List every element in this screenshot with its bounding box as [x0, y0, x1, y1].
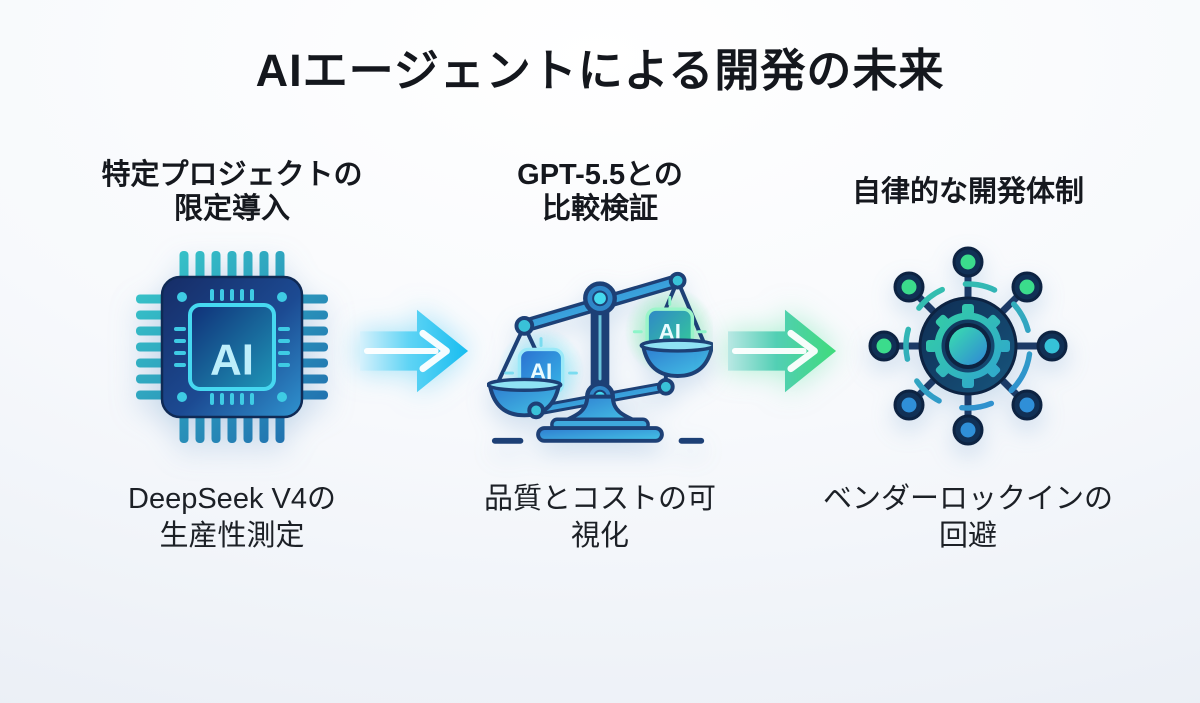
scale-left-ai-label: AI: [530, 359, 553, 384]
stage-comparison-verification: GPT-5.5との 比較検証: [472, 149, 728, 554]
stage-2-heading: GPT-5.5との 比較検証: [517, 158, 683, 225]
stage-2-caption: 品質とコストの可 視化: [483, 483, 716, 552]
balance-scale-icon: AI AI: [487, 241, 713, 453]
stage-1-caption: DeepSeek V4の 生産性測定: [128, 483, 336, 552]
ai-chip-icon: AI: [119, 241, 345, 453]
chip-ai-label: AI: [210, 336, 254, 385]
stage-3-caption: ベンダーロックインの 回避: [823, 483, 1114, 552]
infographic-canvas: AIエージェントによる開発の未来 特定プロジェクトの 限定導入: [0, 34, 1200, 703]
stages-row: 特定プロジェクトの 限定導入: [0, 149, 1200, 554]
stage-autonomous-development: 自律的な開発体制: [823, 149, 1113, 554]
arrow-right-icon: [360, 301, 472, 401]
arrow-right-icon: [728, 301, 840, 401]
network-hub-icon: [855, 241, 1081, 453]
stage-3-heading: 自律的な開発体制: [851, 175, 1084, 208]
page-title: AIエージェントによる開発の未来: [255, 45, 945, 96]
stage-1-heading: 特定プロジェクトの 限定導入: [101, 158, 363, 225]
stage-limited-introduction: 特定プロジェクトの 限定導入: [101, 149, 363, 554]
